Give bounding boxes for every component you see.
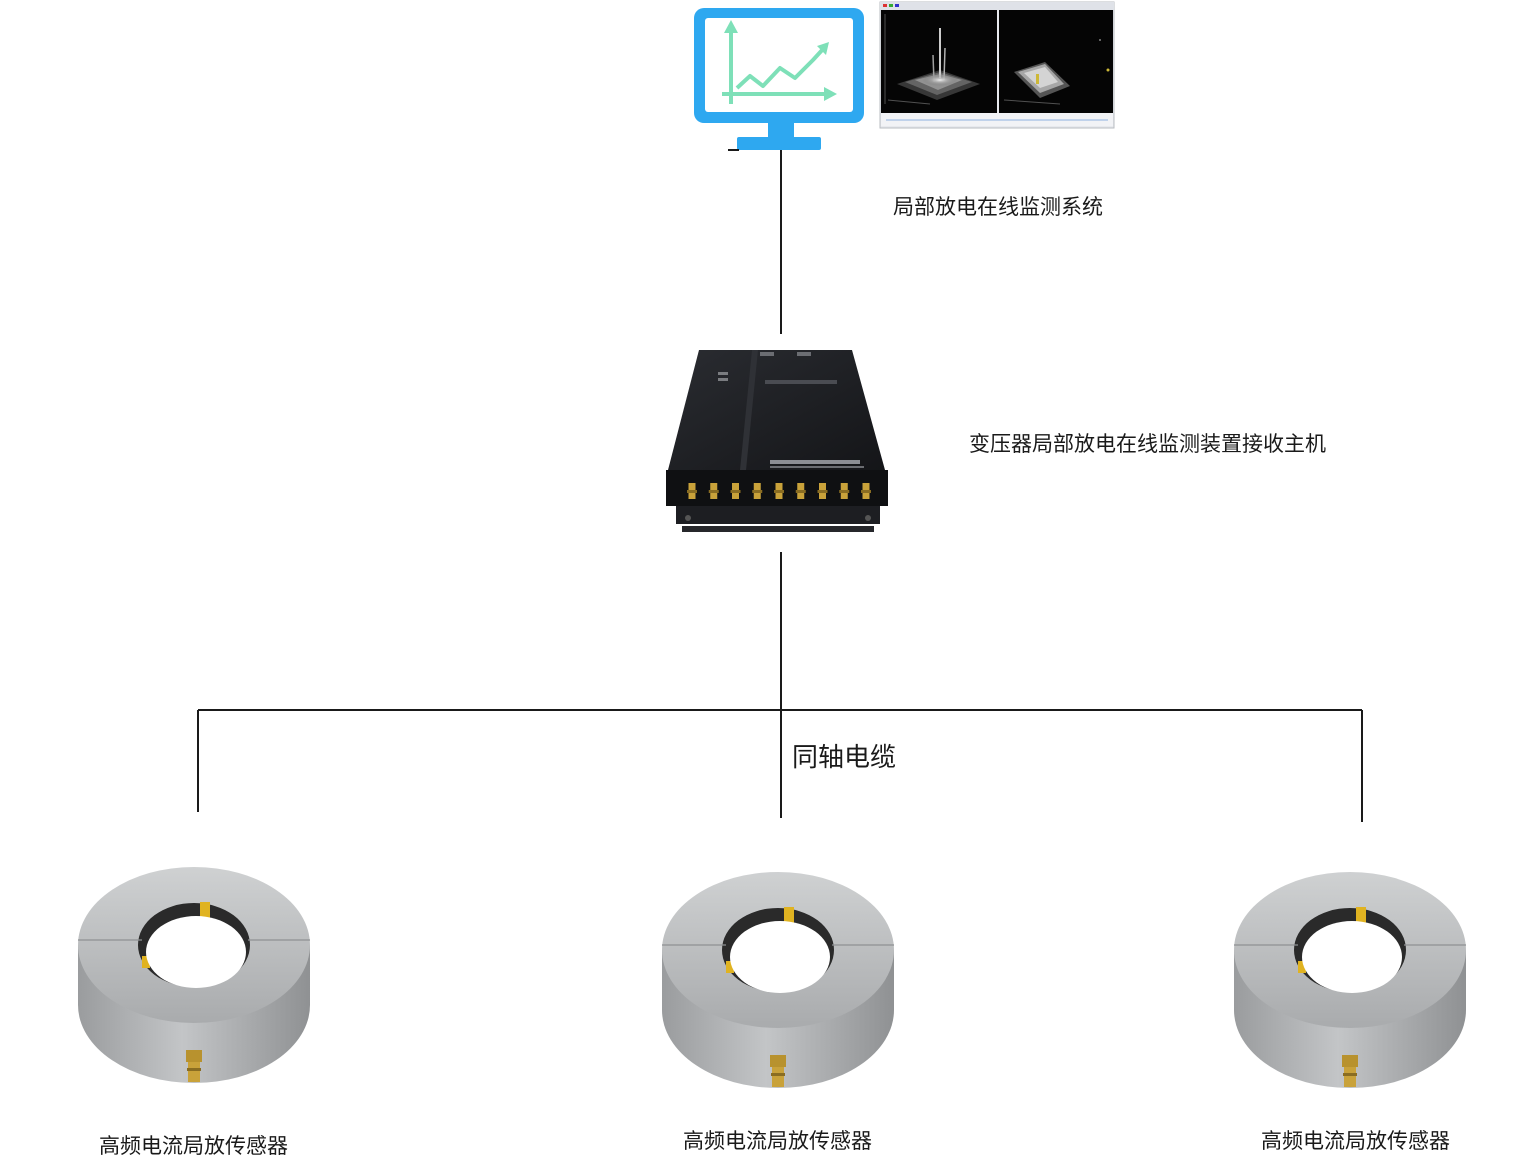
hfct-ring-sensor-icon [662,872,894,1088]
bnc-connector [795,483,806,499]
bnc-connector [861,483,871,499]
bnc-connector [817,483,828,499]
system-label: 局部放电在线监测系统 [893,195,1103,219]
line-chart-monitor-icon [694,8,864,151]
bnc-connectors [687,483,871,499]
bnc-connector [687,483,697,499]
bnc-connector [839,483,850,499]
bnc-connector [752,483,763,499]
sensor-right-label: 高频电流局放传感器 [1261,1129,1450,1153]
hfct-ring-sensor-icon [78,867,310,1083]
receiver-host-box-icon [666,350,888,532]
receiver-label: 变压器局部放电在线监测装置接收主机 [969,432,1326,456]
bnc-connector [730,483,741,499]
sensor-middle-label: 高频电流局放传感器 [683,1129,872,1153]
bnc-connector [774,483,784,499]
connection-lines [197,150,1363,822]
hfct-ring-sensor-icon [1234,872,1466,1088]
3d-discharge-spectrum-screenshot [879,1,1115,129]
bnc-connector [708,483,719,499]
cable-label: 同轴电缆 [792,743,897,773]
sensor-left-label: 高频电流局放传感器 [99,1134,288,1158]
